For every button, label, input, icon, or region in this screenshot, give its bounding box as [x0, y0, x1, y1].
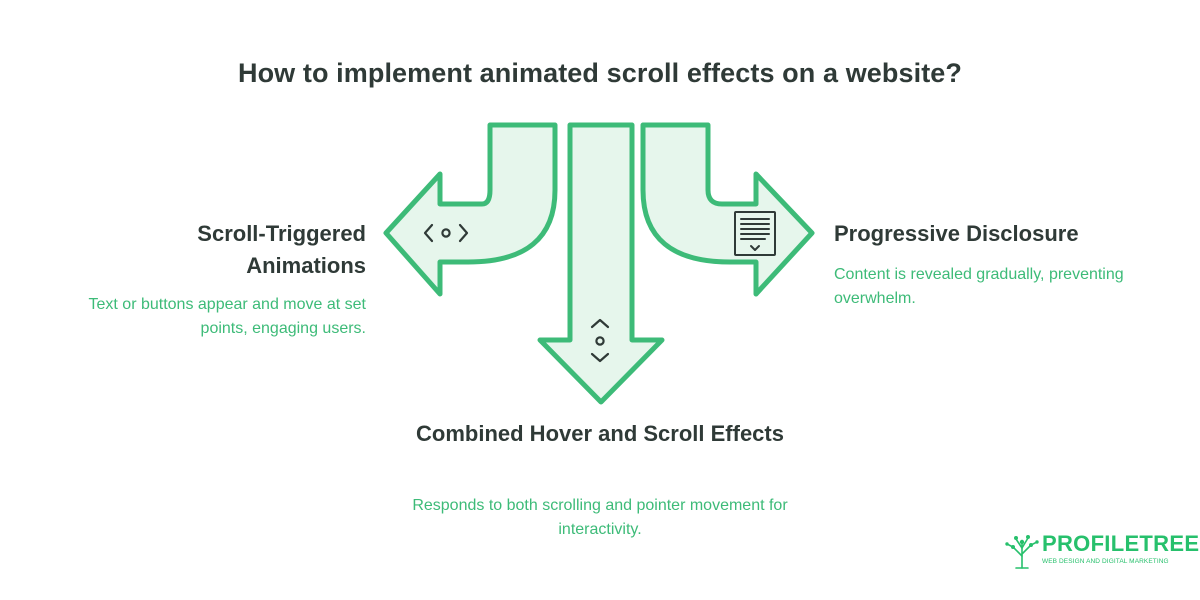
- branch-center-heading: Combined Hover and Scroll Effects: [416, 421, 784, 446]
- tree-logo-icon: [1005, 535, 1039, 569]
- profiletree-logo: PROFILETREE WEB DESIGN AND DIGITAL MARKE…: [1004, 528, 1199, 572]
- arrow-left: [383, 122, 558, 297]
- logo-tagline: WEB DESIGN AND DIGITAL MARKETING: [1042, 558, 1169, 565]
- document-icon: [734, 211, 776, 256]
- logo-name: PROFILETREE: [1042, 531, 1200, 556]
- page-title: How to implement animated scroll effects…: [237, 58, 963, 88]
- branch-right-description: Content is revealed gradually, preventin…: [834, 266, 1124, 307]
- branch-left-heading: Scroll-Triggered Animations: [197, 221, 366, 278]
- branch-center-description: Responds to both scrolling and pointer m…: [412, 497, 788, 538]
- scroll-indicator-icon: [590, 318, 610, 363]
- branch-left-description: Text or buttons appear and move at set p…: [88, 296, 367, 337]
- code-icon: [423, 223, 469, 243]
- arrow-right: [640, 122, 815, 297]
- branch-right-heading: Progressive Disclosure: [834, 221, 1079, 246]
- arrow-down: [537, 122, 665, 405]
